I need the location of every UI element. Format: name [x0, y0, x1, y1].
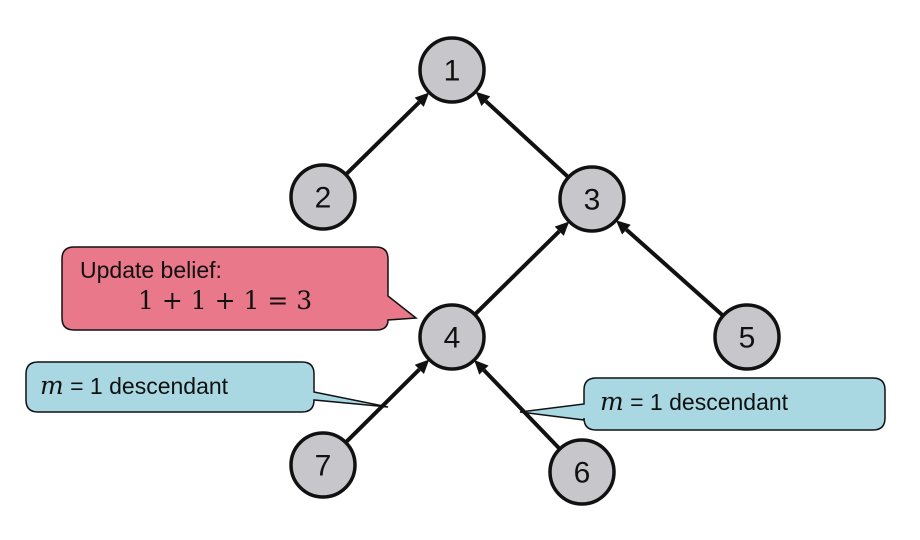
right-descendant-callout: m = 1 descendant [519, 377, 886, 431]
edge-5-to-3 [615, 220, 725, 318]
left-descendant-text: m = 1 descendant [40, 371, 229, 400]
edge-6-to-4 [474, 360, 562, 451]
right-descendant-var: m [600, 387, 624, 416]
arrowhead-icon [615, 220, 631, 235]
node-7-label: 7 [315, 450, 332, 483]
update-belief-callout-shape [61, 246, 418, 331]
arrowhead-icon [554, 221, 570, 236]
right-descendant-callout-shape [519, 377, 886, 431]
node-7: 7 [289, 431, 357, 499]
edge-7-to-4 [344, 359, 430, 444]
right-descendant-rest: = 1 descendant [624, 389, 789, 415]
node-2-circle [289, 163, 357, 231]
edges [344, 91, 725, 451]
node-2: 2 [289, 163, 357, 231]
node-1-label: 1 [444, 55, 461, 88]
right-descendant-text: m = 1 descendant [600, 387, 789, 416]
update-belief-title: Update belief: [80, 257, 222, 283]
node-6: 6 [548, 438, 616, 506]
node-5: 5 [713, 303, 781, 371]
left-descendant-var: m [40, 371, 64, 400]
node-4: 4 [418, 303, 486, 371]
node-5-circle [713, 303, 781, 371]
left-descendant-callout-shape [25, 361, 389, 413]
update-belief-callout: Update belief: 1 + 1 + 1 = 3 [61, 246, 418, 331]
node-6-circle [548, 438, 616, 506]
edge-line [484, 99, 570, 179]
edge-line [473, 229, 561, 316]
node-1-circle [418, 36, 486, 104]
arrowhead-icon [475, 91, 491, 106]
node-1: 1 [418, 36, 486, 104]
node-7-circle [289, 431, 357, 499]
edge-line [344, 100, 421, 176]
node-2-label: 2 [315, 182, 332, 215]
edge-4-to-3 [473, 221, 570, 316]
arrowhead-icon [414, 92, 430, 107]
node-3: 3 [558, 165, 626, 233]
left-descendant-callout: m = 1 descendant [25, 361, 389, 413]
left-descendant-rest: = 1 descendant [64, 373, 229, 399]
node-3-circle [558, 165, 626, 233]
node-3-label: 3 [584, 184, 601, 217]
node-4-label: 4 [444, 322, 461, 355]
edge-line [482, 368, 562, 451]
node-4-circle [418, 303, 486, 371]
node-5-label: 5 [739, 322, 756, 355]
update-belief-equation: 1 + 1 + 1 = 3 [138, 286, 312, 315]
arrowhead-icon [474, 360, 489, 375]
node-6-label: 6 [574, 457, 591, 490]
edge-line [344, 367, 421, 444]
edge-3-to-1 [475, 91, 570, 179]
edge-line [625, 228, 725, 318]
edge-2-to-1 [344, 92, 430, 176]
arrowhead-icon [414, 359, 430, 375]
